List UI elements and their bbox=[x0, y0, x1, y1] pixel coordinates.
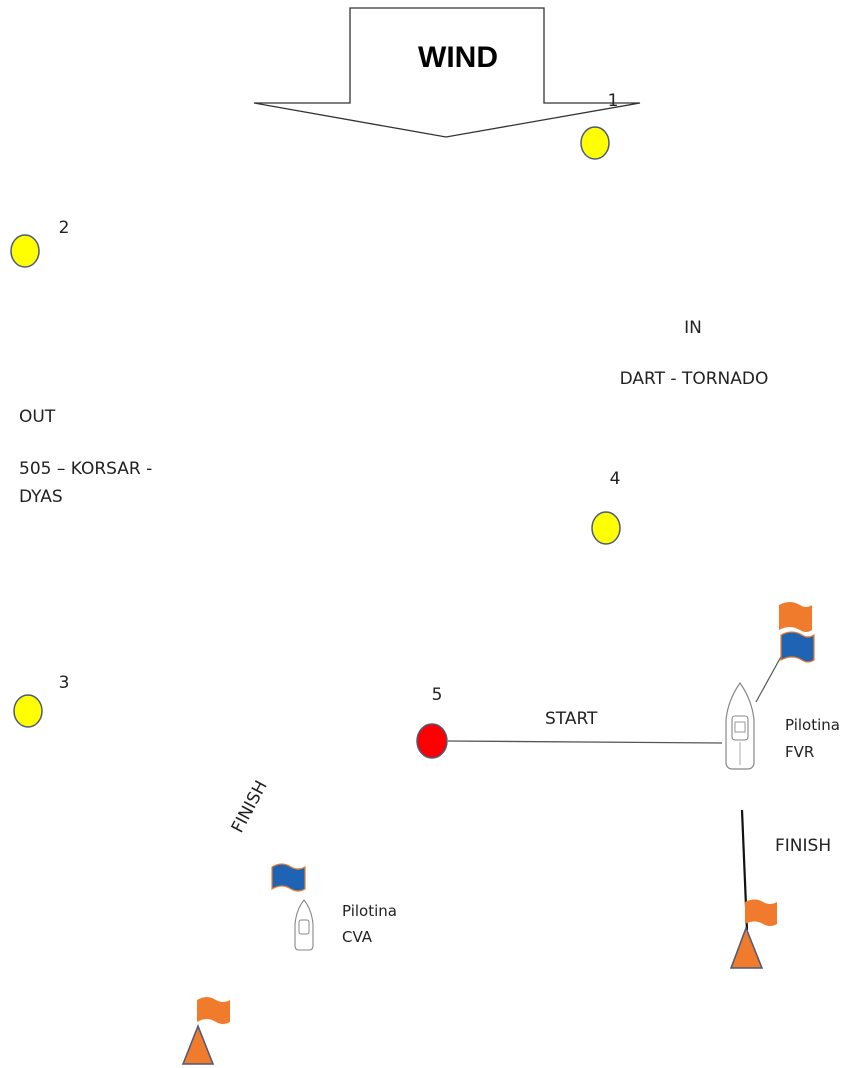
out-course-classes-line2: DYAS bbox=[19, 487, 63, 507]
mark-5-number: 5 bbox=[432, 685, 443, 705]
mark-4-number: 4 bbox=[610, 469, 621, 489]
finish-left-marker bbox=[181, 997, 230, 1065]
fvr-boat-label-line2: FVR bbox=[785, 743, 814, 761]
fvr-flags bbox=[779, 602, 815, 663]
blue-flag-icon bbox=[780, 631, 815, 663]
cva-cabin bbox=[298, 919, 310, 935]
fvr-hull bbox=[725, 681, 755, 770]
mark-2: 2 bbox=[10, 218, 70, 268]
cva-boat-label-line2: CVA bbox=[342, 928, 373, 946]
fvr-boat-icon bbox=[725, 681, 755, 770]
mark-4: 4 bbox=[591, 469, 621, 545]
finish-right-label: FINISH bbox=[775, 836, 831, 856]
wind-arrow-shape bbox=[253, 7, 641, 138]
finish-right-flag-icon bbox=[745, 899, 777, 926]
mark-5: 5 bbox=[416, 685, 448, 759]
mark-4-buoy bbox=[591, 511, 621, 545]
fvr-console bbox=[734, 721, 746, 733]
in-course-classes: DART - TORNADO bbox=[620, 369, 769, 389]
mark-2-number: 2 bbox=[59, 218, 70, 238]
cva-boat-label-line1: Pilotina bbox=[342, 902, 397, 920]
cva-blue-flag-icon bbox=[271, 863, 306, 892]
wind-label: WIND bbox=[418, 41, 498, 74]
fvr-boat-label-line1: Pilotina bbox=[785, 716, 840, 734]
mark-1-buoy bbox=[580, 126, 610, 160]
mark-2-buoy bbox=[10, 234, 40, 268]
mark-5-buoy bbox=[416, 723, 448, 759]
mark-1-number: 1 bbox=[608, 91, 619, 111]
cva-boat-icon bbox=[294, 899, 314, 951]
mark-1: 1 bbox=[580, 91, 619, 160]
start-label: START bbox=[545, 709, 598, 729]
out-course-title: OUT bbox=[19, 407, 56, 427]
cva-hull bbox=[294, 899, 314, 951]
wind-arrow: WIND bbox=[253, 7, 641, 138]
start-line bbox=[447, 740, 723, 744]
finish-left-buoy-icon bbox=[181, 1023, 215, 1065]
finish-right-buoy-icon bbox=[729, 925, 764, 969]
mark-3: 3 bbox=[13, 673, 70, 728]
fvr-cabin bbox=[731, 715, 749, 741]
finish-right-marker bbox=[729, 899, 777, 969]
in-course-title: IN bbox=[684, 318, 702, 338]
finish-left-flag-icon bbox=[197, 997, 230, 1024]
mark-3-number: 3 bbox=[59, 673, 70, 693]
orange-flag-icon bbox=[779, 602, 812, 632]
out-course-classes-line1: 505 – KORSAR - bbox=[19, 459, 152, 479]
mark-3-buoy bbox=[13, 694, 43, 728]
finish-left-label: FINISH bbox=[228, 777, 272, 836]
